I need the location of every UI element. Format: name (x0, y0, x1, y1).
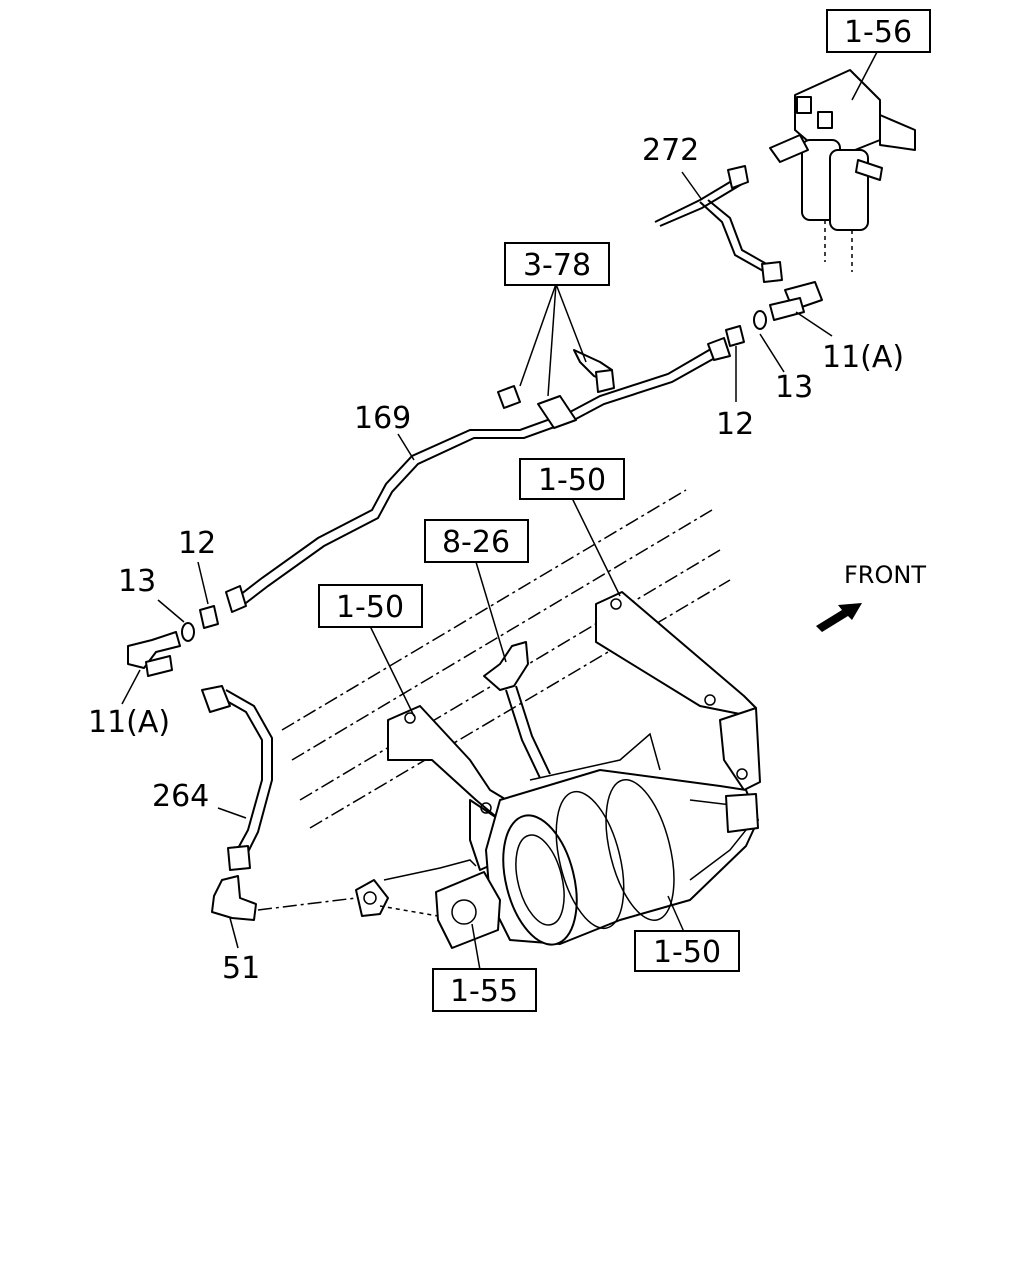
part-11a-right-label: 11(A) (822, 340, 904, 375)
ref-3-78-label: 3-78 (523, 248, 591, 283)
ref-1-56-label: 1-56 (844, 15, 912, 50)
front-arrow (816, 603, 862, 632)
part-11a-left-label: 11(A) (88, 705, 170, 740)
pipe-272 (654, 165, 823, 311)
clip-fasteners (497, 349, 615, 409)
pipe-264 (201, 685, 273, 871)
flange-1-55 (355, 859, 501, 949)
front-label: FRONT (844, 561, 926, 589)
part-264-label: 264 (152, 779, 209, 814)
left-fittings (127, 605, 219, 677)
elbow-51 (211, 875, 357, 921)
part-13-left-label: 13 (118, 564, 156, 599)
valve-assembly (769, 69, 916, 272)
ref-8-26-label: 8-26 (442, 525, 510, 560)
ref-1-55: 1-55 (432, 968, 537, 1012)
ref-1-50-top-label: 1-50 (538, 463, 606, 498)
ref-3-78: 3-78 (504, 242, 610, 286)
bracket-right (595, 591, 761, 791)
part-12-left-label: 12 (178, 526, 216, 561)
ref-1-50-bottom: 1-50 (634, 930, 740, 972)
ref-1-55-label: 1-55 (450, 974, 518, 1009)
ref-8-26: 8-26 (424, 519, 529, 563)
bracket-left (387, 705, 521, 871)
arrow-icon (816, 603, 862, 632)
part-272-label: 272 (642, 133, 699, 168)
part-51-label: 51 (222, 951, 260, 986)
ref-1-50-bottom-label: 1-50 (653, 935, 721, 970)
part-169-label: 169 (354, 401, 411, 436)
part-13-right-label: 13 (775, 370, 813, 405)
pipe-169 (225, 337, 731, 613)
right-fittings (725, 297, 805, 347)
leader-lines (121, 51, 878, 971)
ref-1-50-left: 1-50 (318, 584, 423, 628)
exhaust-unit (485, 769, 759, 946)
sensor-8-26 (483, 641, 661, 781)
ref-1-56: 1-56 (826, 9, 931, 53)
ref-1-50-left-label: 1-50 (336, 590, 404, 625)
ref-1-50-top: 1-50 (519, 458, 625, 500)
part-12-right-label: 12 (716, 407, 754, 442)
